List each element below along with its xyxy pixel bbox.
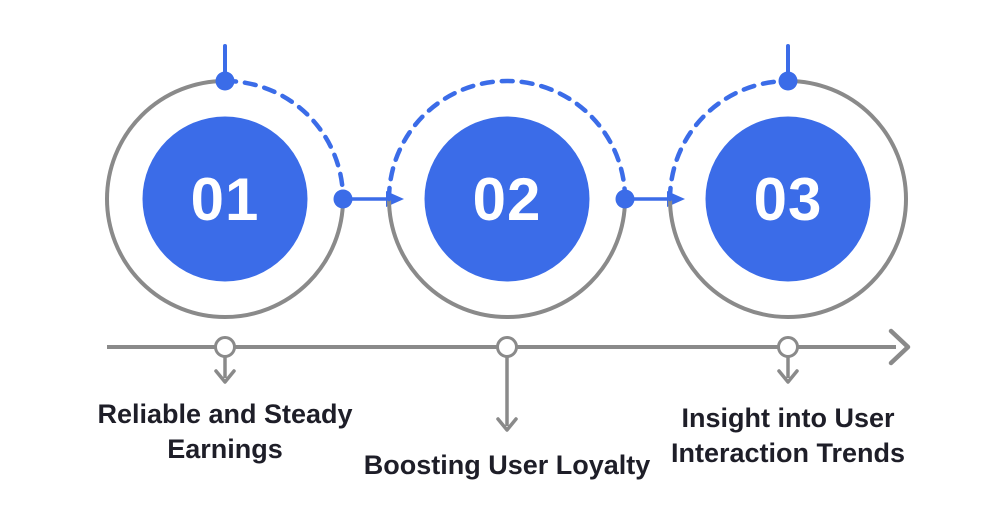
step-3-progress-arc (667, 78, 791, 202)
step-1-number: 01 (191, 166, 260, 233)
step-1-label: Reliable and Steady Earnings (97, 397, 352, 467)
step-3-label: Insight into User Interaction Trends (671, 401, 905, 471)
step-3-group: 03 (667, 44, 908, 319)
timeline-node-1 (214, 336, 236, 358)
step-3-circle (705, 116, 871, 282)
step-3-number: 03 (754, 166, 823, 233)
step-3-outer-ring (668, 79, 908, 319)
step-2-group: 02 (386, 78, 628, 319)
step-2-outer-ring (387, 198, 627, 319)
step-1-circle (142, 116, 308, 282)
step-2-circle (424, 116, 590, 282)
timeline-node-1-arrowhead-icon (214, 369, 236, 384)
step-3-label-line-1: Insight into User (681, 403, 895, 433)
step-1-label-line-1: Reliable and Steady (97, 399, 353, 429)
timeline-node-3-arrowhead-icon (777, 369, 799, 384)
step-1-group: 01 (105, 44, 346, 319)
step-2-number: 02 (473, 166, 542, 233)
timeline-node-2-arrowhead-icon (496, 417, 518, 432)
step-1-progress-arc (222, 78, 346, 202)
step-2-progress-arc (386, 78, 628, 202)
timeline-node-2 (496, 336, 518, 358)
timeline-arrowhead-icon (888, 328, 911, 366)
step-1-outer-ring (105, 79, 345, 319)
connector-1-2 (333, 189, 404, 209)
step-2-label-line-1: Boosting User Loyalty (363, 450, 651, 480)
timeline (107, 328, 911, 432)
step-2-label: Boosting User Loyalty (364, 448, 651, 483)
connector-2-3 (615, 189, 685, 209)
step-3-top-dot (778, 71, 798, 91)
step-1-label-line-2: Earnings (167, 434, 283, 464)
timeline-node-3 (777, 336, 799, 358)
step-1-top-dot (215, 71, 235, 91)
step-3-label-line-2: Interaction Trends (670, 438, 906, 468)
